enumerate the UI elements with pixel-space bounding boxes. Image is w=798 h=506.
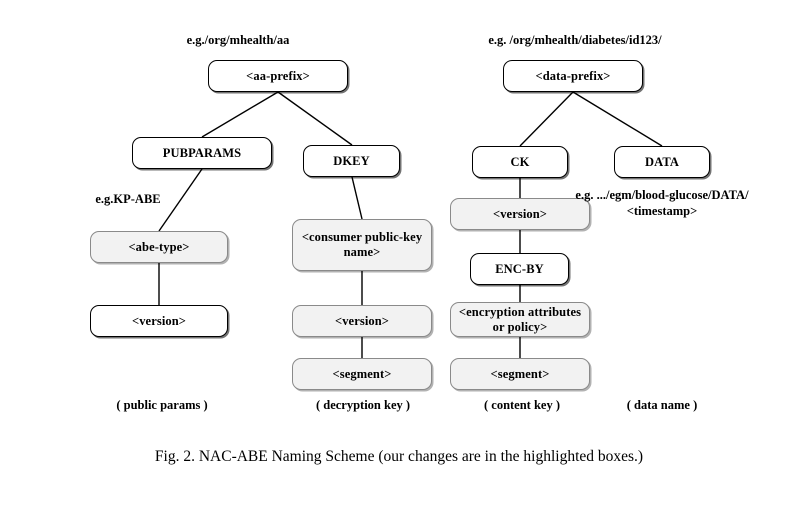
node-consumer-key-name[interactable]: <consumer public-key name> [292,219,432,271]
node-data-prefix[interactable]: <data-prefix> [503,60,643,92]
figure-caption: Fig. 2. NAC-ABE Naming Scheme (our chang… [154,448,644,465]
node-dkey-segment[interactable]: <segment> [292,358,432,390]
edge-dkey-to-consumer-key-name [351,176,363,220]
annotation-data-example: e.g. .../egm/blood-glucose/DATA/ <timest… [575,188,749,218]
node-dkey[interactable]: DKEY [303,145,400,177]
node-label-dkey: DKEY [333,153,370,168]
node-ck-segment[interactable]: <segment> [450,358,590,390]
edge-aa-prefix-to-dkey [277,91,353,146]
edge-aa-prefix-to-pubparams [201,91,279,138]
node-dkey-version[interactable]: <version> [292,305,432,337]
node-label-dkey-version: <version> [334,313,390,328]
node-label-ck-version: <version> [492,206,548,221]
node-label-ck: CK [510,154,530,169]
node-enc-by[interactable]: ENC-BY [470,253,569,285]
group-label-decryption-key-label: ( decryption key ) [315,398,411,412]
edge-data-prefix-to-ck [519,91,574,147]
node-label-enc-attributes: <encryption attributes or policy> [458,304,582,334]
node-label-ck-segment: <segment> [490,366,550,381]
node-aa-prefix[interactable]: <aa-prefix> [208,60,348,92]
node-enc-attributes[interactable]: <encryption attributes or policy> [450,302,590,337]
node-label-dkey-segment: <segment> [332,366,392,381]
node-label-pubparams-version: <version> [131,313,187,328]
node-label-consumer-key-name: <consumer public-key name> [301,230,423,259]
node-label-abe-type: <abe-type> [128,239,190,254]
group-label-content-key-label: ( content key ) [483,398,561,412]
group-label-data-name-label: ( data name ) [626,398,698,412]
node-label-pubparams: PUBPARAMS [162,145,242,160]
group-label-public-params-label: ( public params ) [116,398,208,412]
node-ck[interactable]: CK [472,146,568,178]
node-label-data-prefix: <data-prefix> [535,68,611,83]
node-pubparams-version[interactable]: <version> [90,305,228,337]
annotation-aa-prefix-example: e.g./org/mhealth/aa [186,33,290,47]
annotation-data-prefix-example: e.g. /org/mhealth/diabetes/id123/ [488,33,662,47]
annotation-abe-type-example: e.g.KP-ABE [95,192,161,206]
node-ck-version[interactable]: <version> [450,198,590,230]
node-data[interactable]: DATA [614,146,710,178]
edge-data-prefix-to-data [572,91,663,147]
node-label-aa-prefix: <aa-prefix> [246,68,310,83]
node-abe-type[interactable]: <abe-type> [90,231,228,263]
node-label-data: DATA [645,154,679,169]
node-label-enc-by: ENC-BY [495,261,544,276]
node-pubparams[interactable]: PUBPARAMS [132,137,272,169]
